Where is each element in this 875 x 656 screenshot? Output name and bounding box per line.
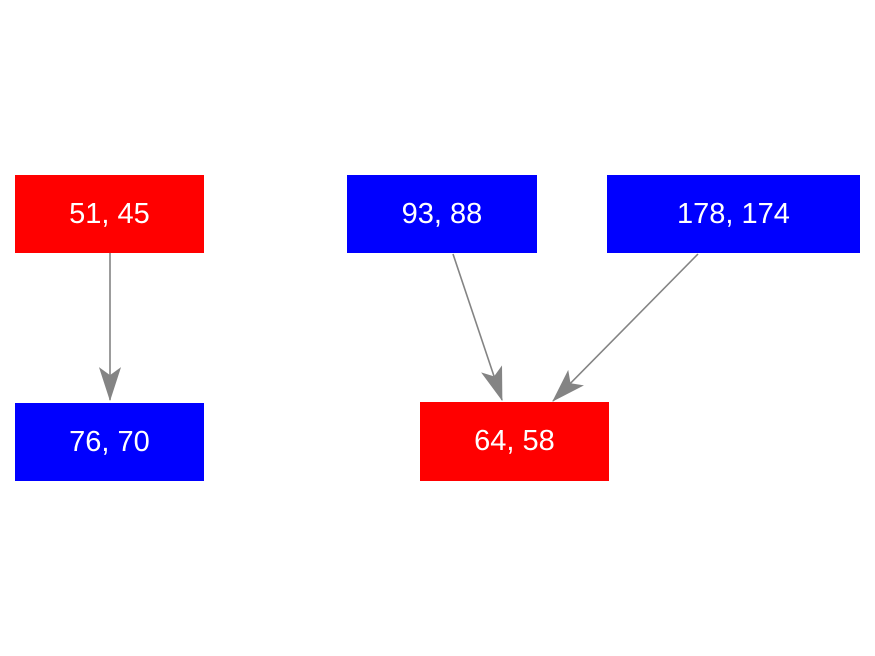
graph-node-178-174[interactable]: 178, 174 — [607, 175, 860, 253]
graph-node-93-88[interactable]: 93, 88 — [347, 175, 537, 253]
edge-93-88-to-64-58 — [452, 253, 503, 402]
graph-node-64-58[interactable]: 64, 58 — [420, 402, 609, 481]
node-label-93-88: 93, 88 — [401, 197, 483, 230]
edge-178-174-to-64-58 — [552, 253, 699, 402]
graph-node-76-70[interactable]: 76, 70 — [15, 403, 204, 481]
graph-node-51-45[interactable]: 51, 45 — [15, 175, 204, 253]
node-label-178-174: 178, 174 — [677, 197, 790, 230]
node-label-64-58: 64, 58 — [474, 425, 555, 457]
node-label-76-70: 76, 70 — [69, 425, 150, 458]
node-label-51-45: 51, 45 — [69, 197, 150, 230]
